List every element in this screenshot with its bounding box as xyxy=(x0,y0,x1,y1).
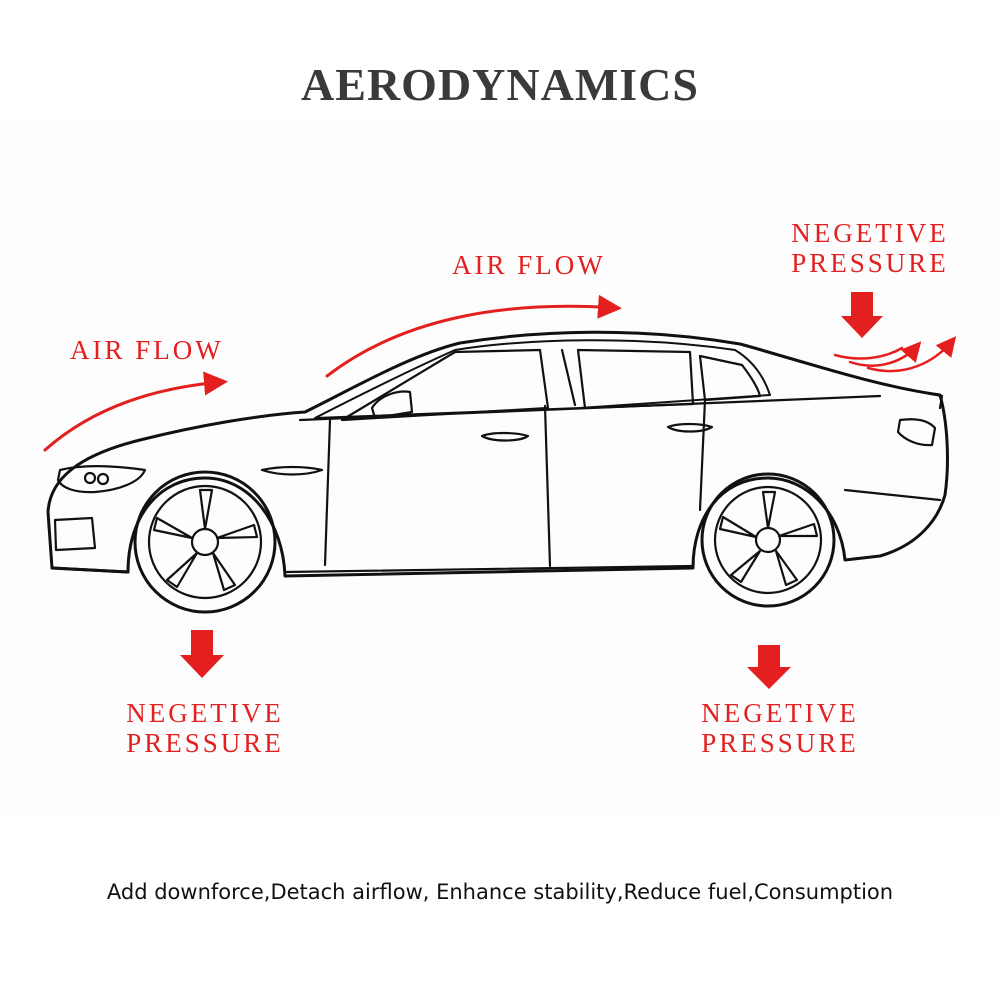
diagram-background xyxy=(0,118,1000,818)
negative-pressure-label-rear: NEGETIVE PRESSURE xyxy=(785,218,955,278)
negative-pressure-label-line2: PRESSURE xyxy=(791,248,949,278)
page-title: AERODYNAMICS xyxy=(301,59,699,110)
negative-pressure-label-line2: PRESSURE xyxy=(701,728,859,758)
down-arrow-icon xyxy=(841,292,883,338)
curved-arrow-icon xyxy=(325,294,622,378)
negative-pressure-label-line2: PRESSURE xyxy=(126,728,284,758)
down-arrow-icon xyxy=(747,645,791,689)
car-outline-icon xyxy=(46,330,949,614)
air-flow-label-roof: AIR FLOW xyxy=(452,250,606,280)
negative-pressure-label-front-wheel: NEGETIVE PRESSURE xyxy=(120,698,290,758)
negative-pressure-label-line1: NEGETIVE xyxy=(701,698,859,728)
negative-pressure-label-line1: NEGETIVE xyxy=(126,698,284,728)
pressure-arrows xyxy=(180,292,883,689)
airflow-arrows xyxy=(43,294,957,452)
curved-arrow-icon xyxy=(43,371,228,452)
air-flow-label-front: AIR FLOW xyxy=(70,335,224,365)
negative-pressure-label-line1: NEGETIVE xyxy=(791,218,949,248)
curved-arrow-icon xyxy=(866,336,957,373)
curved-arrow-icon xyxy=(848,341,922,367)
down-arrow-icon xyxy=(180,630,224,678)
negative-pressure-label-rear-wheel: NEGETIVE PRESSURE xyxy=(695,698,865,758)
curved-arrow-icon xyxy=(833,346,904,360)
benefits-caption: Add downforce,Detach airflow, Enhance st… xyxy=(106,880,894,904)
